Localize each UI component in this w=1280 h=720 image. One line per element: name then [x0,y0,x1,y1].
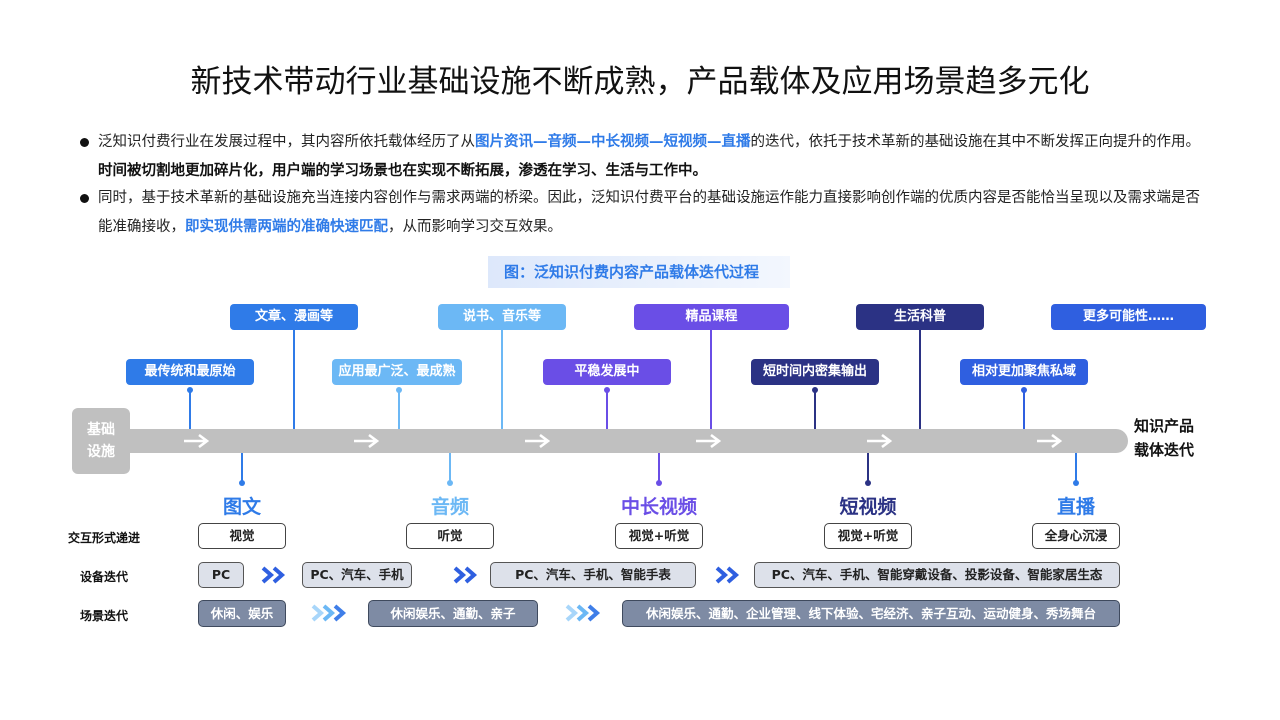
scene-box-1: 休闲、娱乐 [198,600,286,627]
paragraph-1-a: 泛知识付费行业在发展过程中，其内容所依托载体经历了从 [98,134,475,150]
mid-tag-5: 相对更加聚焦私域 [960,359,1088,385]
mid-tag-2: 应用最广泛、最成熟 [332,359,462,385]
row-label-scene: 场景迭代 [79,609,128,623]
scene-box-3: 休闲娱乐、通勤、企业管理、线下体验、宅经济、亲子互动、运动健身、秀场舞台 [622,600,1120,627]
paragraph-2-text: 同时，基于技术革新的基础设施充当连接内容创作与需求两端的桥梁。因此，泛知识付费平… [98,184,1210,241]
mid-tag-4: 短时间内密集输出 [751,359,879,385]
bullet-icon [80,194,89,203]
connector-line [919,330,921,430]
timeline-rail [108,429,1128,453]
row-label-interaction: 交互形式递进 [67,531,140,545]
arrow-right-icon [354,433,380,449]
mid-tag-1: 最传统和最原始 [126,359,254,385]
row-label-device: 设备迭代 [79,570,128,584]
connector-line [1023,390,1025,430]
paragraph-2-b: ，从而影响学习交互效果。 [388,218,562,235]
scene-box-2: 休闲娱乐、通勤、亲子 [368,600,538,627]
figure-caption: 图：泛知识付费内容产品载体迭代过程 [488,256,790,288]
paragraph-1-b: 的迭代，依托于技术革新的基础设施在其中不断发挥正向提升的作用。 [750,134,1201,150]
paragraph-1-bold: 时间被切割地更加碎片化，用户端的学习场景也在实现不断拓展，渗透在学习、生活与工作… [98,162,707,179]
infrastructure-label-2: 设施 [87,444,115,460]
interaction-box-5: 全身心沉浸 [1032,523,1120,549]
chevron-triple-right-icon [311,604,347,622]
connector-line [606,390,608,430]
infrastructure-box: 基础 设施 [72,408,130,474]
end-label: 知识产品 载体迭代 [1134,414,1194,462]
connector-dot [812,387,818,393]
stage-label-5: 直播 [1056,496,1095,518]
device-box-2: PC、汽车、手机 [302,562,412,588]
connector-line [501,330,503,430]
paragraph-1-highlight: 图片资讯—音频—中长视频—短视频—直播 [475,134,751,150]
page-title: 新技术带动行业基础设施不断成熟，产品载体及应用场景趋多元化 [190,64,1090,100]
connector-dot [447,480,453,486]
device-box-1: PC [198,562,244,588]
mid-tag-3: 平稳发展中 [543,359,671,385]
connector-dot [1021,387,1027,393]
interaction-box-2: 听觉 [406,523,494,549]
paragraph-1: 泛知识付费行业在发展过程中，其内容所依托载体经历了从图片资讯—音频—中长视频—短… [80,128,1210,185]
connector-dot [239,480,245,486]
arrow-right-icon [184,433,210,449]
arrow-right-icon [1037,433,1063,449]
connector-line [658,453,660,483]
chevron-double-right-icon [715,566,740,584]
connector-dot [396,387,402,393]
arrow-right-icon [696,433,722,449]
paragraph-2-a: 同时，基于技术革新的基础设施充当连接内容创作与需求两端的桥梁。因此，泛知识付费平… [98,190,1200,235]
top-tag-2: 说书、音乐等 [438,304,566,330]
device-box-4: PC、汽车、手机、智能穿戴设备、投影设备、智能家居生态 [754,562,1120,588]
connector-line [867,453,869,483]
connector-line [814,390,816,430]
connector-dot [1073,480,1079,486]
end-label-1: 知识产品 [1134,417,1195,435]
arrow-right-icon [867,433,893,449]
stage-label-3: 中长视频 [620,496,697,518]
bullet-icon [80,138,89,147]
interaction-box-1: 视觉 [198,523,286,549]
connector-line [710,330,712,430]
stage-label-1: 图文 [222,496,261,518]
connector-line [1075,453,1077,483]
connector-line [449,453,451,483]
connector-dot [187,387,193,393]
arrow-right-icon [525,433,551,449]
device-box-3: PC、汽车、手机、智能手表 [490,562,696,588]
paragraph-1-text: 泛知识付费行业在发展过程中，其内容所依托载体经历了从图片资讯—音频—中长视频—短… [98,128,1210,185]
connector-line [241,453,243,483]
stage-label-2: 音频 [430,496,469,518]
connector-dot [656,480,662,486]
connector-line [293,330,295,430]
chevron-triple-right-icon [565,604,601,622]
connector-line [189,390,191,430]
end-label-2: 载体迭代 [1134,441,1195,459]
interaction-box-4: 视觉+听觉 [824,523,912,549]
connector-dot [865,480,871,486]
top-tag-4: 生活科普 [856,304,984,330]
stage-label-4: 短视频 [839,496,897,518]
connector-dot [604,387,610,393]
paragraph-2: 同时，基于技术革新的基础设施充当连接内容创作与需求两端的桥梁。因此，泛知识付费平… [80,184,1210,241]
top-tag-3: 精品课程 [634,304,789,330]
chevron-double-right-icon [261,566,286,584]
top-tag-5: 更多可能性…… [1051,304,1206,330]
interaction-box-3: 视觉+听觉 [615,523,703,549]
chevron-double-right-icon [453,566,478,584]
paragraph-2-highlight: 即实现供需两端的准确快速匹配 [185,218,388,235]
connector-line [398,390,400,430]
top-tag-1: 文章、漫画等 [230,304,358,330]
infrastructure-label-1: 基础 [87,422,115,438]
